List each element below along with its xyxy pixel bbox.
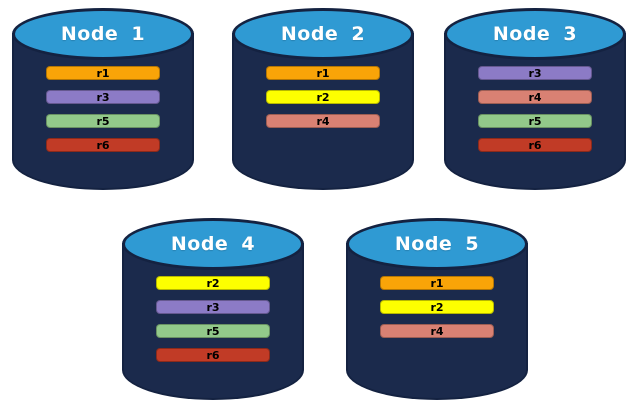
database-top-ellipse: Node 5 xyxy=(346,218,528,270)
replica-bar: r3 xyxy=(46,90,160,104)
replica-bar: r5 xyxy=(478,114,592,128)
replica-bar: r2 xyxy=(380,300,494,314)
replica-bar: r6 xyxy=(156,348,270,362)
node-4-cylinder: Node 4 r2 r3 r5 r6 xyxy=(122,218,304,400)
replica-bar: r4 xyxy=(266,114,380,128)
replica-bar: r2 xyxy=(266,90,380,104)
replica-bar: r1 xyxy=(46,66,160,80)
replica-bar: r5 xyxy=(46,114,160,128)
replica-bar: r1 xyxy=(266,66,380,80)
node-title: Node 3 xyxy=(492,23,578,45)
replica-list: r3 r4 r5 r6 xyxy=(444,66,626,152)
node-title: Node 1 xyxy=(60,23,146,45)
replica-bar: r6 xyxy=(478,138,592,152)
node-5-cylinder: Node 5 r1 r2 r4 xyxy=(346,218,528,400)
node-title: Node 2 xyxy=(280,23,366,45)
database-top-ellipse: Node 3 xyxy=(444,8,626,60)
replica-bar: r1 xyxy=(380,276,494,290)
database-top-ellipse: Node 2 xyxy=(232,8,414,60)
node-3-cylinder: Node 3 r3 r4 r5 r6 xyxy=(444,8,626,190)
replica-bar: r6 xyxy=(46,138,160,152)
replica-bar: r4 xyxy=(478,90,592,104)
node-title: Node 4 xyxy=(170,233,256,255)
replica-bar: r5 xyxy=(156,324,270,338)
replica-bar: r3 xyxy=(156,300,270,314)
replica-list: r2 r3 r5 r6 xyxy=(122,276,304,362)
node-1-cylinder: Node 1 r1 r3 r5 r6 xyxy=(12,8,194,190)
replica-bar: r2 xyxy=(156,276,270,290)
replica-bar: r4 xyxy=(380,324,494,338)
database-top-ellipse: Node 4 xyxy=(122,218,304,270)
replica-bar: r3 xyxy=(478,66,592,80)
node-title: Node 5 xyxy=(394,233,480,255)
replica-list: r1 r2 r4 xyxy=(346,276,528,338)
replica-list: r1 r2 r4 xyxy=(232,66,414,128)
replica-list: r1 r3 r5 r6 xyxy=(12,66,194,152)
database-top-ellipse: Node 1 xyxy=(12,8,194,60)
node-2-cylinder: Node 2 r1 r2 r4 xyxy=(232,8,414,190)
